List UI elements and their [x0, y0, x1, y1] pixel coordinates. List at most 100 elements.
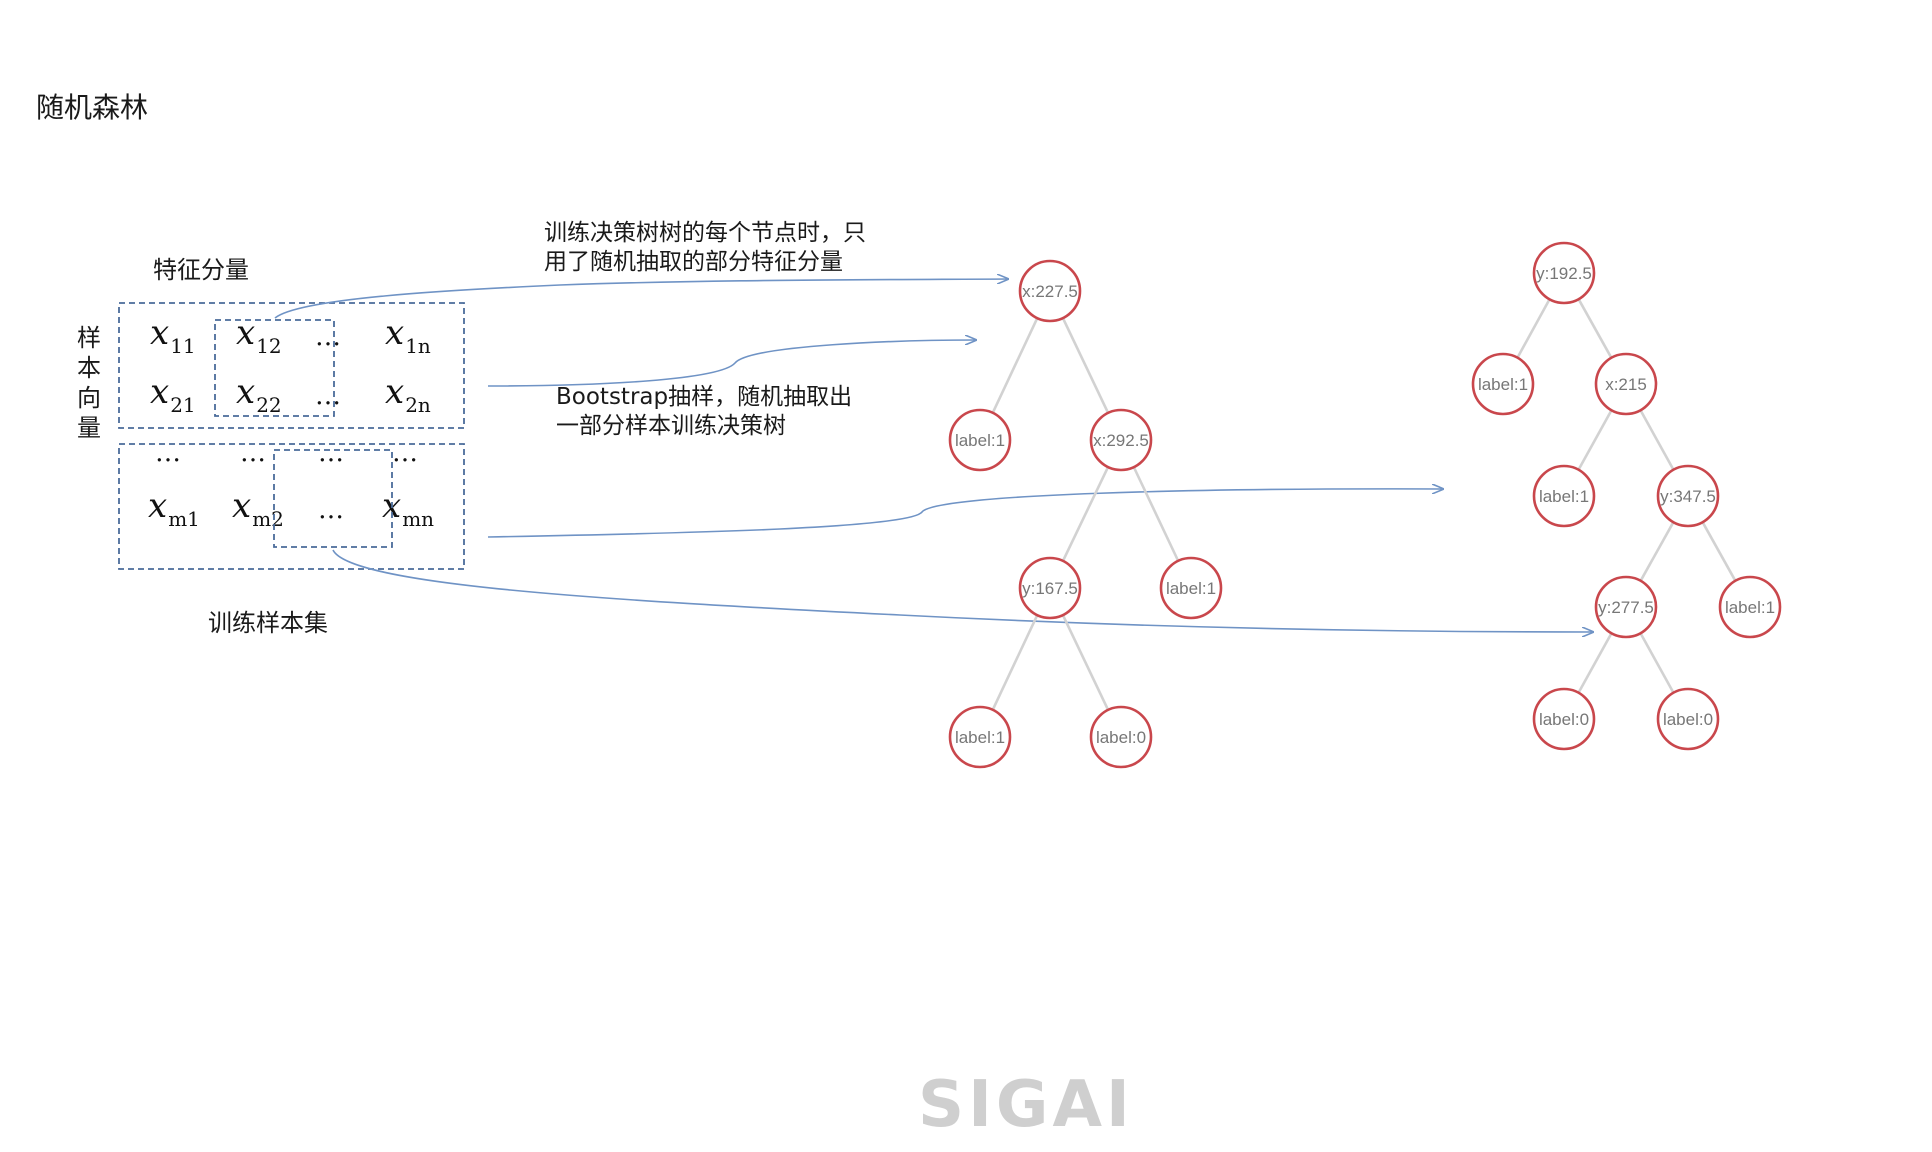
matrix-cell-x2n: x2n [385, 372, 431, 417]
matrix-cell-xm1: xm1 [148, 486, 200, 531]
tree1-node-label: label:0 [1096, 728, 1146, 747]
tree1-node-label: label:1 [1166, 579, 1216, 598]
tree2-node-label: label:1 [1478, 375, 1528, 394]
tree2-node-label: y:277.5 [1598, 598, 1654, 617]
feature-subset-box [214, 319, 335, 417]
tree2-node: label:1 [1532, 464, 1596, 528]
matrix-cell-x22: x22 [236, 372, 282, 417]
tree2-node-label: x:215 [1605, 375, 1647, 394]
top-rows-box [118, 302, 465, 429]
tree1-node-circle [948, 705, 1012, 769]
sample-label-char: 本 [77, 354, 101, 382]
slide-title: 随机森林 [36, 91, 149, 124]
tree2-node-label: label:0 [1663, 710, 1713, 729]
feature-label: 特征分量 [153, 256, 249, 284]
tree2-node-label: y:192.5 [1536, 264, 1592, 283]
sample-subset-box [273, 449, 393, 548]
tree1-node-label: y:167.5 [1022, 579, 1078, 598]
matrix-cell-ellipsis: … [315, 322, 342, 352]
tree1-node: label:0 [1089, 705, 1153, 769]
tree2-edge [1516, 298, 1551, 359]
tree1-node-label: label:1 [955, 728, 1005, 747]
bootstrap-note: Bootstrap抽样，随机抽取出 一部分样本训练决策树 [556, 383, 852, 441]
tree1-node-circle [1089, 408, 1153, 472]
bottom-rows-box [118, 443, 465, 570]
tree2-node-circle [1718, 575, 1782, 639]
matrix-cell-xmn: xmn [382, 486, 435, 531]
tree1-node: label:1 [948, 705, 1012, 769]
tree2-node: label:0 [1656, 687, 1720, 751]
matrix-cell-ellipsis: … [318, 438, 345, 468]
tree2-node: x:215 [1594, 352, 1658, 416]
tree1-node-circle [1089, 705, 1153, 769]
tree2-node: label:0 [1532, 687, 1596, 751]
tree2-node: label:1 [1718, 575, 1782, 639]
feature-arrow-tree1 [274, 279, 1008, 319]
tree2-node-label: label:0 [1539, 710, 1589, 729]
tree2-node-circle [1532, 464, 1596, 528]
bootstrap-note-line: 一部分样本训练决策树 [556, 413, 786, 439]
tree1-edge [991, 614, 1039, 711]
bootstrap-arrow-tree2 [487, 489, 1443, 538]
tree2-node-circle [1532, 687, 1596, 751]
tree1-node-circle [1159, 556, 1223, 620]
tree2-edge [1639, 632, 1675, 694]
tree1-node-label: x:227.5 [1022, 282, 1078, 301]
tree1-node: label:1 [948, 408, 1012, 472]
sample-label-char: 向 [77, 384, 101, 412]
matrix-cell-ellipsis: … [155, 438, 182, 468]
tree2-node-label: y:347.5 [1660, 487, 1716, 506]
tree1-node-circle [948, 408, 1012, 472]
tree2-node-circle [1594, 575, 1658, 639]
tree1-edge [1061, 317, 1110, 414]
tree2-node-circle [1656, 464, 1720, 528]
tree1-node: y:167.5 [1018, 556, 1082, 620]
matrix-cell-x11: x11 [150, 313, 196, 358]
tree1-node: label:1 [1159, 556, 1223, 620]
tree2-node: y:277.5 [1594, 575, 1658, 639]
matrix-cell-ellipsis: … [315, 381, 342, 411]
tree1-node-label: label:1 [955, 431, 1005, 450]
tree2-edge [1577, 632, 1613, 694]
tree1-node: x:227.5 [1018, 259, 1082, 323]
tree1-edge [1061, 466, 1110, 562]
tree2-node-label: label:1 [1539, 487, 1589, 506]
matrix-cell-ellipsis: … [392, 438, 419, 468]
tree2-node-circle [1532, 241, 1596, 305]
feature-note-line: 用了随机抽取的部分特征分量 [544, 249, 843, 275]
tree2-edge [1577, 298, 1613, 359]
sample-vector-label: 样 本 向 量 [75, 323, 103, 443]
matrix-cell-ellipsis: … [240, 438, 267, 468]
tree1-edge [1132, 466, 1180, 562]
tree2-edge [1639, 521, 1675, 582]
tree2-edge [1701, 521, 1737, 582]
bootstrap-note-line: Bootstrap抽样，随机抽取出 [556, 384, 853, 410]
sigai-logo: SIGAI [918, 1068, 1134, 1142]
feature-note-line: 训练决策树树的每个节点时，只 [544, 220, 866, 246]
tree1-node-circle [1018, 556, 1082, 620]
tree2-node: y:347.5 [1656, 464, 1720, 528]
tree2-node-label: label:1 [1725, 598, 1775, 617]
tree2-edge [1577, 409, 1613, 471]
matrix-cell-x1n: x1n [385, 313, 431, 358]
tree2-node: label:1 [1471, 352, 1535, 416]
tree2-node-circle [1656, 687, 1720, 751]
matrix-cell-ellipsis: … [318, 495, 345, 525]
matrix-cell-x12: x12 [236, 313, 282, 358]
tree2-edge [1639, 409, 1675, 471]
tree1-node-circle [1018, 259, 1082, 323]
sample-label-char: 样 [77, 324, 101, 352]
bootstrap-arrow-tree1 [487, 340, 976, 387]
feature-arrow-tree2-node [332, 549, 1593, 632]
tree1-edge [991, 317, 1039, 414]
tree2-node-circle [1471, 352, 1535, 416]
tree1-node: x:292.5 [1089, 408, 1153, 472]
tree2-node-circle [1594, 352, 1658, 416]
matrix-cell-xm2: xm2 [232, 486, 284, 531]
tree1-edge [1061, 614, 1110, 711]
training-set-label: 训练样本集 [208, 609, 328, 637]
sample-label-char: 量 [77, 414, 101, 442]
matrix-cell-x21: x21 [150, 372, 196, 417]
tree2-node: y:192.5 [1532, 241, 1596, 305]
